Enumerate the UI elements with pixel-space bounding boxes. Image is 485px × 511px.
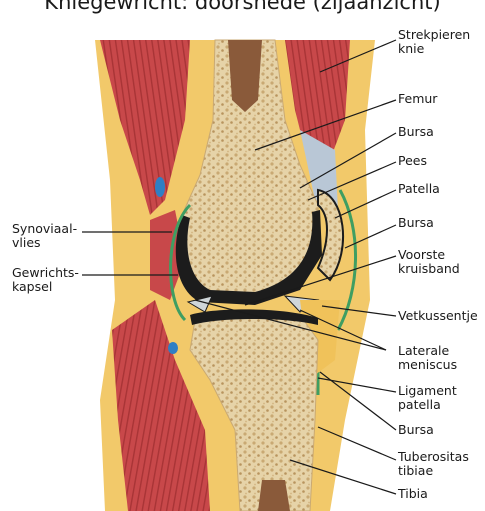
label-pees: Pees [398,154,427,168]
blood-vessel-upper [155,177,165,197]
label-vetkussentje: Vetkussentje [398,309,478,323]
label-bursa-3: Bursa [398,423,434,437]
label-femur: Femur [398,92,437,106]
label-bursa-2: Bursa [398,216,434,230]
label-tibia: Tibia [398,487,428,501]
label-gewrichtskapsel: Gewrichts-kapsel [12,266,79,294]
label-synoviaal-vlies: Synoviaal-vlies [12,222,77,250]
label-patella: Patella [398,182,440,196]
blood-vessel-lower [168,342,178,354]
tibia-marrow [258,480,290,511]
label-bursa-1: Bursa [398,125,434,139]
